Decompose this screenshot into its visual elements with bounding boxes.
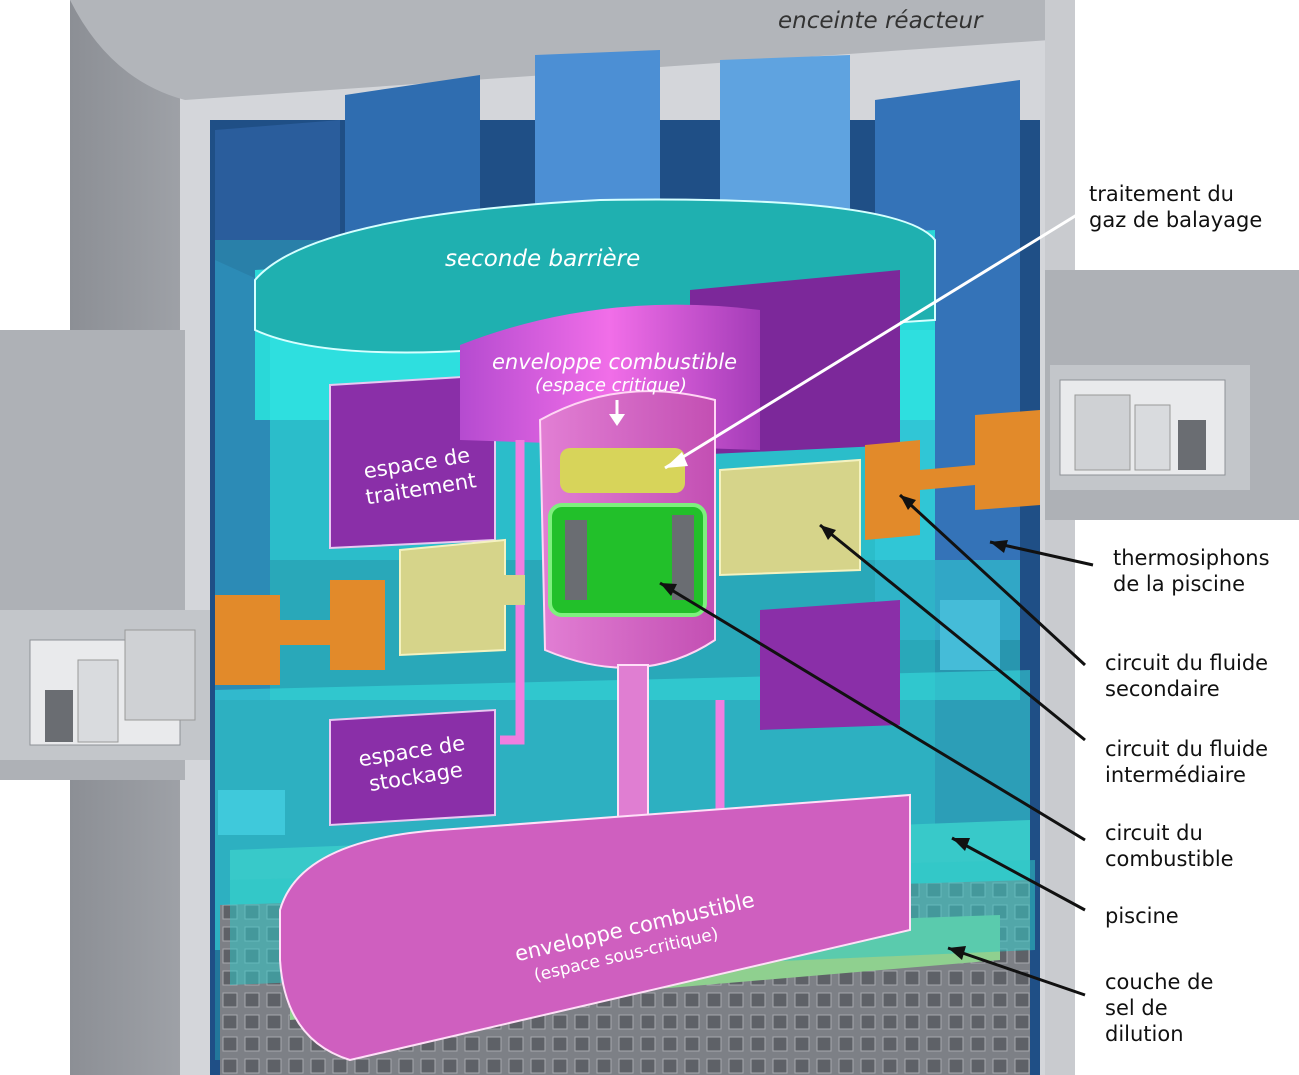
callout-lines (615, 211, 1094, 997)
callout-fluide-intermediaire: circuit du fluide intermédiaire (1105, 737, 1269, 787)
subcritical-fuel-space (279, 793, 911, 1062)
callout-piscine: piscine (1105, 904, 1179, 928)
gas-treatment-unit (560, 448, 685, 493)
callout-thermosiphons: thermosiphons de la piscine (1113, 546, 1270, 596)
enceinte-label: enceinte réacteur (778, 8, 983, 34)
second-barrier-label: seconde barrière (445, 246, 641, 272)
intermediate-exchangers (399, 458, 861, 657)
critical-space-sublabel: (espace critique) (535, 375, 687, 396)
callout-circuit-combustible: circuit du combustible (1105, 821, 1234, 871)
callout-fluide-secondaire: circuit du fluide secondaire (1105, 651, 1269, 701)
callout-couche-sel: couche de sel de dilution (1105, 970, 1214, 1046)
critical-space-label: enveloppe combustible (492, 350, 738, 374)
fuel-core (548, 503, 707, 617)
callout-arrowheads (609, 414, 1008, 960)
callout-traitement-gaz: traitement du gaz de balayage (1089, 182, 1263, 232)
